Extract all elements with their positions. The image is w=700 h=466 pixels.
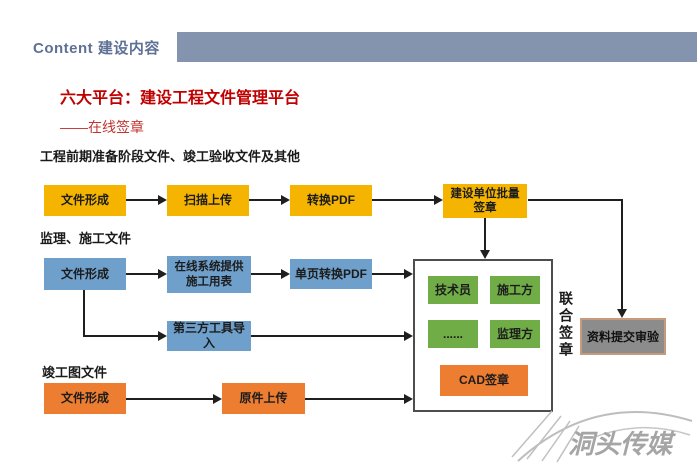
connector-line	[621, 199, 623, 310]
arrow-right-icon	[434, 195, 443, 205]
slide-subtitle: ——在线签章	[60, 119, 144, 135]
flow-box-file-creation-3: 文件形成	[44, 383, 126, 414]
arrow-right-icon	[158, 269, 167, 279]
flow-box-scan-upload: 扫描上传	[167, 185, 249, 216]
flow-box-convert-pdf: 转换PDF	[290, 185, 372, 216]
connector-line	[126, 273, 158, 275]
role-box-constructor: 施工方	[490, 276, 540, 304]
connector-line	[251, 273, 281, 275]
arrow-right-icon	[281, 269, 290, 279]
flow-box-batch-signature: 建设单位批量签章	[443, 184, 527, 218]
flow-box-thirdparty-import: 第三方工具导入	[167, 321, 251, 351]
section-label-asbuilt-files: 竣工图文件	[42, 365, 108, 380]
arrow-right-icon	[404, 331, 413, 341]
arrow-right-icon	[281, 195, 290, 205]
arrow-right-icon	[404, 394, 413, 404]
watermark-text: 洞头传媒	[568, 429, 676, 459]
flow-box-submit-review: 资料提交审验	[580, 318, 666, 355]
flow-box-online-forms: 在线系统提供施工用表	[167, 256, 251, 293]
connector-line	[528, 199, 623, 201]
connector-line	[484, 218, 486, 251]
joint-signature-vertical-label: 联合签章	[558, 291, 574, 359]
slide-title: 六大平台：建设工程文件管理平台	[60, 90, 301, 107]
arrow-down-icon	[617, 309, 627, 318]
role-box-technician: 技术员	[428, 276, 478, 304]
section-header-label: Content 建设内容	[33, 40, 160, 57]
connector-line	[305, 398, 404, 400]
role-box-supervisor: 监理方	[490, 320, 540, 348]
arrow-right-icon	[158, 331, 167, 341]
connector-line	[83, 335, 158, 337]
watermark-logo: 洞头传媒	[511, 410, 693, 463]
flow-box-file-creation-1: 文件形成	[44, 185, 126, 216]
connector-line	[251, 335, 404, 337]
arrow-right-icon	[158, 195, 167, 205]
connector-line	[83, 290, 85, 337]
arrow-right-icon	[404, 269, 413, 279]
flow-box-singlepage-pdf: 单页转换PDF	[290, 259, 372, 289]
connector-line	[372, 199, 434, 201]
connector-line	[372, 273, 404, 275]
arrow-down-icon	[480, 250, 490, 259]
flow-box-file-creation-2: 文件形成	[44, 258, 126, 290]
section-label-supervision-files: 监理、施工文件	[40, 231, 132, 246]
connector-line	[126, 199, 158, 201]
connector-line	[249, 199, 281, 201]
section-label-preparation-files: 工程前期准备阶段文件、竣工验收文件及其他	[40, 149, 301, 164]
role-box-ellipsis: ......	[428, 320, 478, 348]
flow-box-original-upload: 原件上传	[222, 383, 305, 414]
flow-box-cad-signature: CAD签章	[440, 365, 528, 396]
arrow-right-icon	[213, 394, 222, 404]
connector-line	[126, 398, 213, 400]
joint-signature-container: 技术员 施工方 ...... 监理方 CAD签章	[413, 259, 553, 412]
header-accent-bar	[177, 32, 697, 62]
